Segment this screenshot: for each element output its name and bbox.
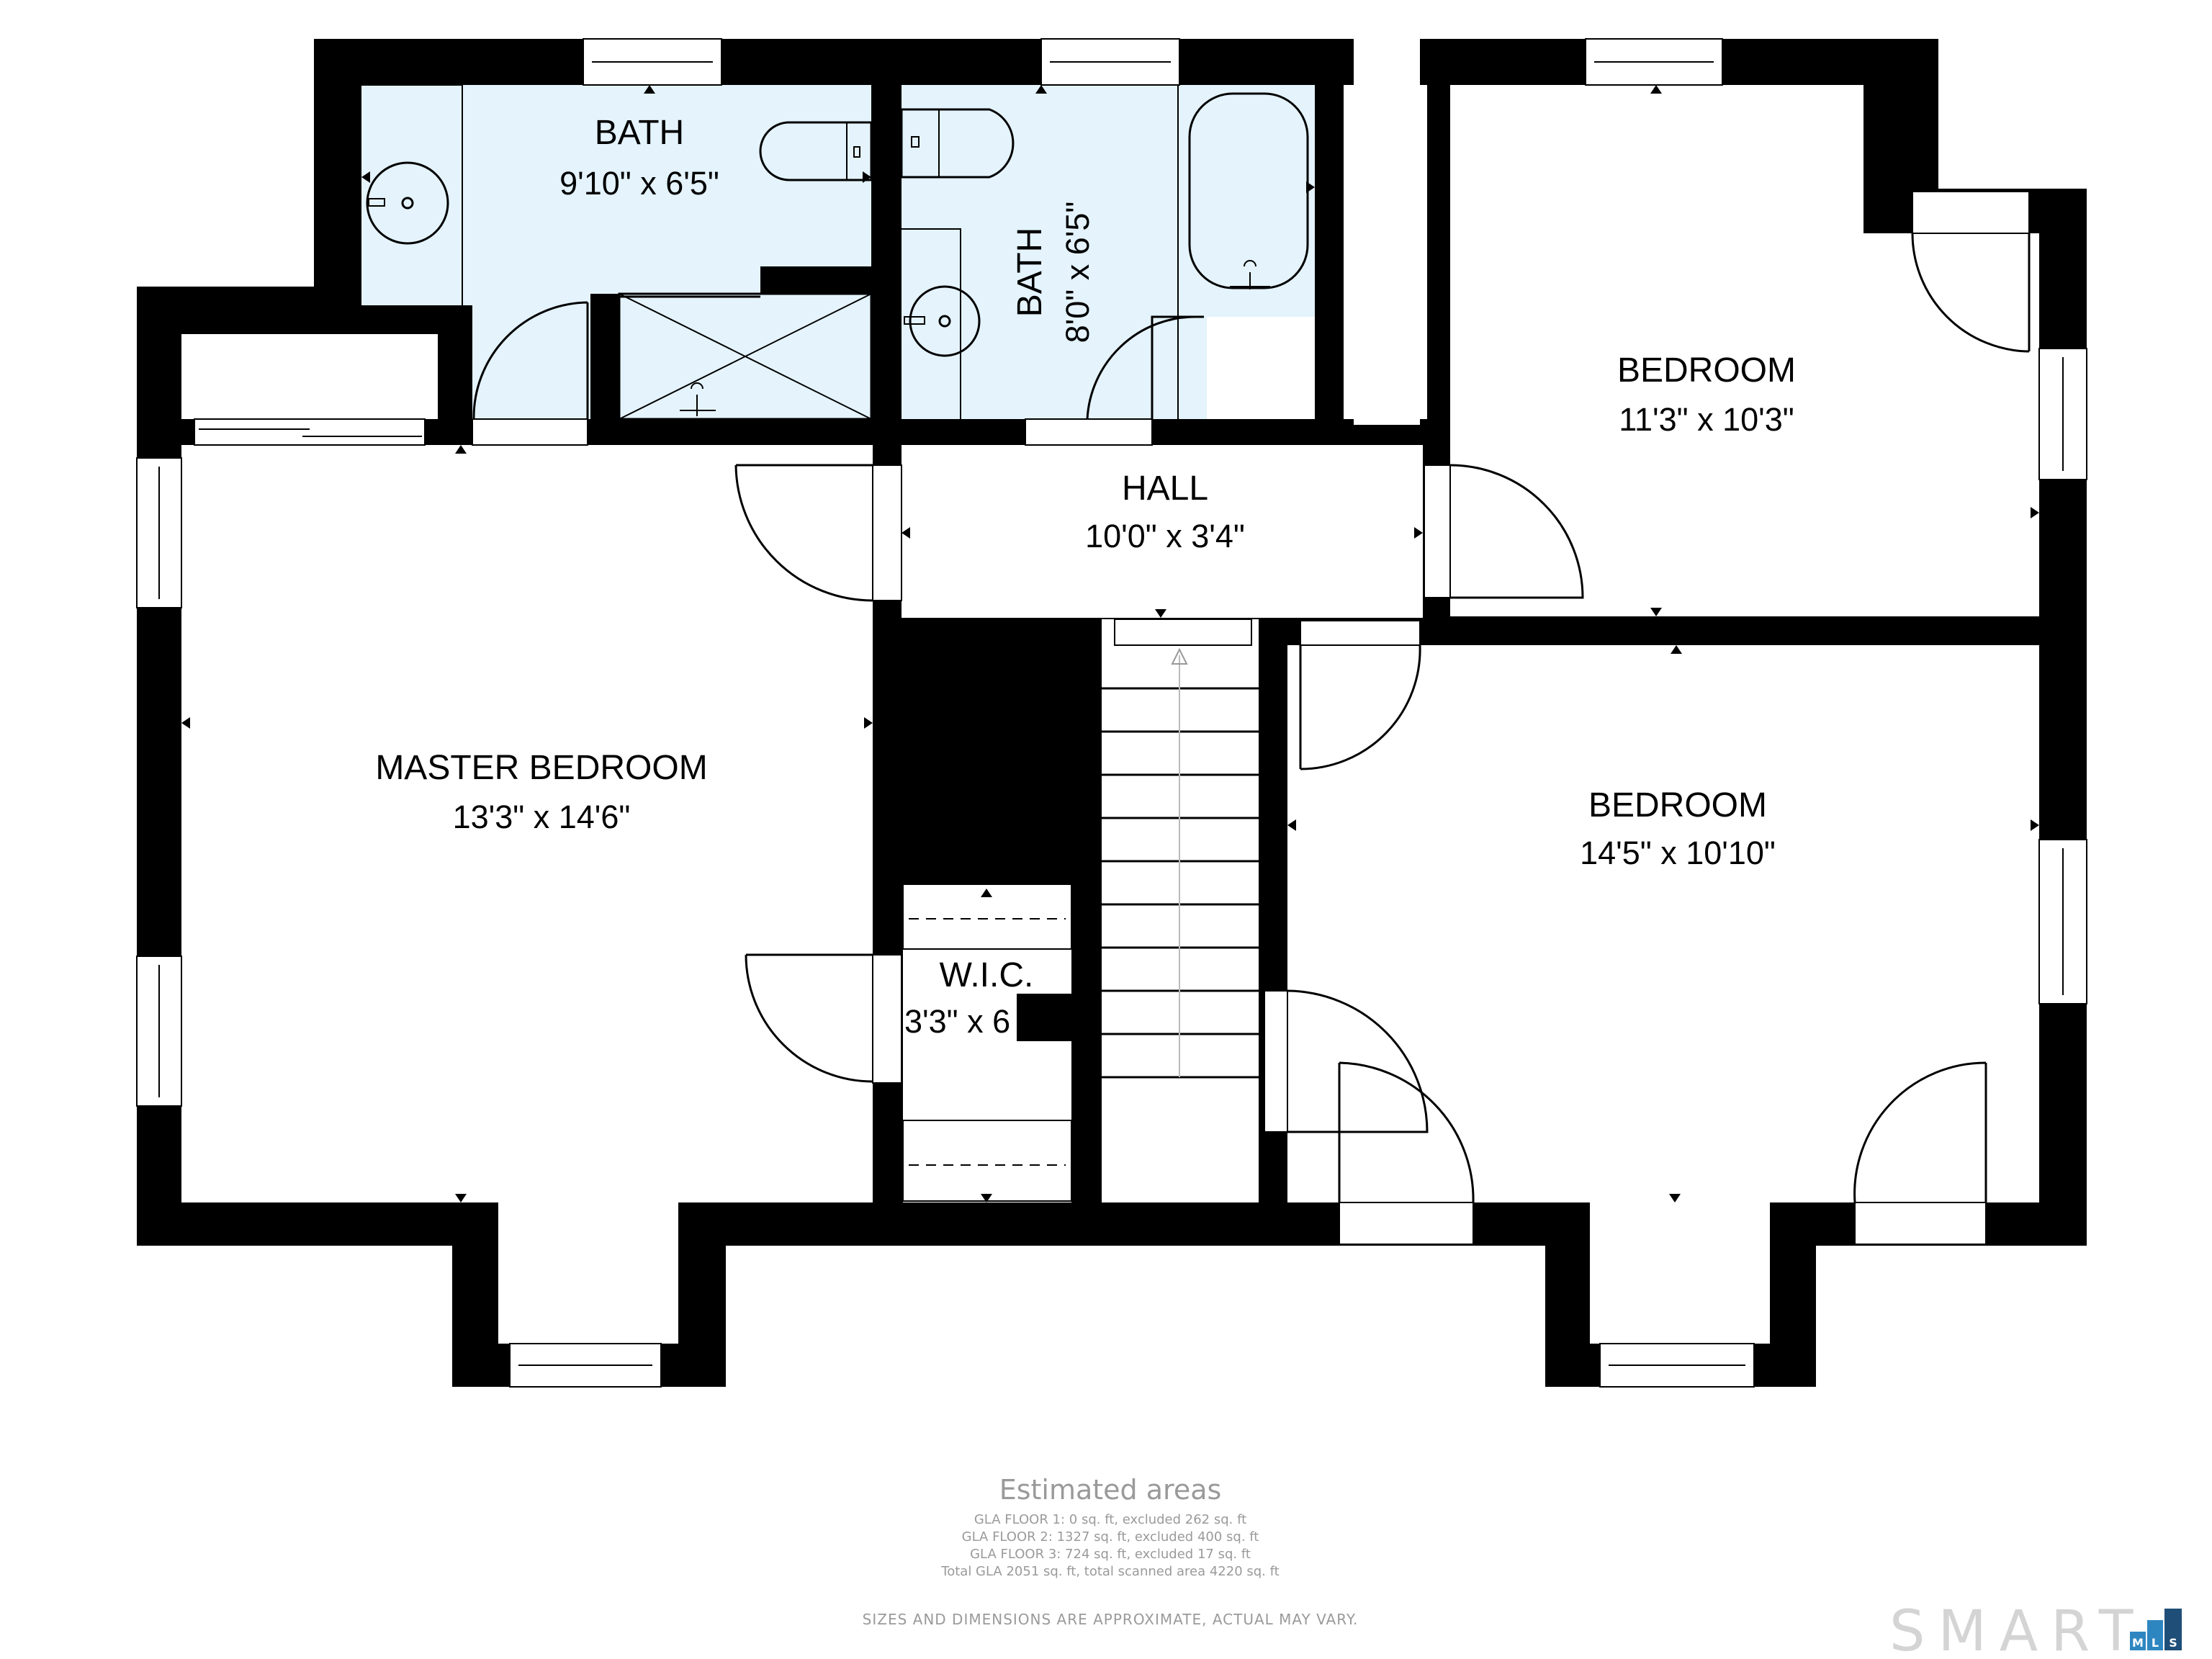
bath-1-dims: 9'10" x 6'5": [559, 165, 719, 202]
bedroom-ne-floor: [1450, 85, 2039, 616]
hall-name: HALL: [1122, 469, 1208, 508]
bath-2-name: BATH: [1011, 228, 1049, 317]
bedroom-se-floor: [1287, 645, 2039, 1202]
area-line-4: Total GLA 2051 sq. ft, total scanned are…: [940, 1564, 1279, 1579]
wic-dims: 3'3" x 6: [904, 1003, 1010, 1040]
bedroom-se-dims: 14'5" x 10'10": [1580, 835, 1776, 871]
fixtures: [361, 84, 1309, 421]
master-bedroom-floor: [181, 445, 873, 1202]
master-bedroom-name: MASTER BEDROOM: [375, 749, 707, 787]
area-line-1: GLA FLOOR 1: 0 sq. ft, excluded 262 sq. …: [974, 1512, 1246, 1527]
bedroom-se-name: BEDROOM: [1588, 786, 1767, 824]
master-bedroom-dims: 13'3" x 14'6": [453, 799, 631, 835]
hall-dims: 10'0" x 3'4": [1085, 518, 1245, 554]
estimated-areas: Estimated areas GLA FLOOR 1: 0 sq. ft, e…: [940, 1474, 1279, 1579]
bath-1-name: BATH: [595, 114, 684, 152]
estimated-areas-title: Estimated areas: [999, 1474, 1222, 1506]
room-labels: BATH 9'10" x 6'5" BATH 8'0" x 6'5" BEDRO…: [375, 114, 1796, 1040]
logo-letter-s: S: [2169, 1636, 2177, 1650]
bath-2-dims: 8'0" x 6'5": [1059, 202, 1096, 343]
dimension-arrows: [181, 85, 2039, 1202]
bedroom-ne-name: BEDROOM: [1617, 351, 1796, 390]
doors: [194, 94, 2031, 1245]
smart-mls-logo: SMART M L S: [1889, 1599, 2182, 1659]
hall-floor: [902, 445, 1423, 618]
bath-1-floor: [361, 85, 871, 419]
bedroom-ne-dims: 11'3" x 10'3": [1619, 401, 1794, 438]
logo-letter-m: M: [2132, 1636, 2144, 1650]
wic-name: W.I.C.: [940, 956, 1034, 994]
logo-letter-l: L: [2152, 1636, 2159, 1650]
windows: [136, 38, 2087, 1388]
disclaimer: SIZES AND DIMENSIONS ARE APPROXIMATE, AC…: [863, 1611, 1359, 1628]
area-line-3: GLA FLOOR 3: 724 sq. ft, excluded 17 sq.…: [970, 1547, 1251, 1562]
area-line-2: GLA FLOOR 2: 1327 sq. ft, excluded 400 s…: [962, 1529, 1259, 1545]
walk-in-closet: [902, 884, 1074, 1202]
staircase: [1102, 619, 1259, 1204]
logo-wordmark: SMART: [1889, 1599, 2146, 1659]
